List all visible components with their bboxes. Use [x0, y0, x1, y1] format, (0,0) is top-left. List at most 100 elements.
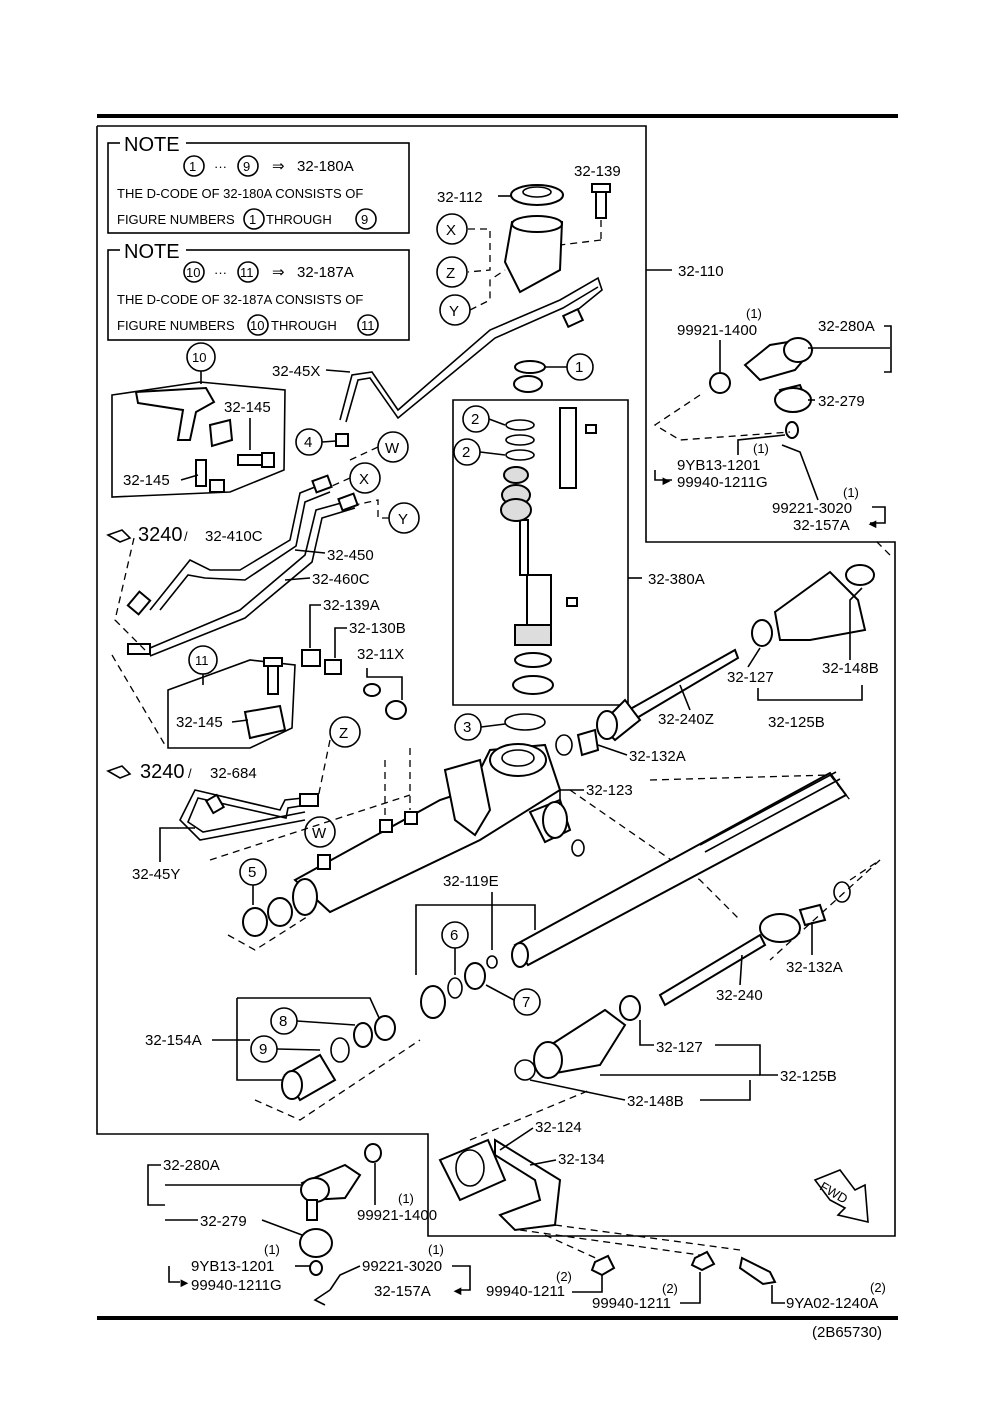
svg-text:Z: Z	[339, 725, 348, 742]
note-code: 32-180A	[297, 158, 354, 175]
svg-text:THROUGH: THROUGH	[271, 318, 337, 333]
callout-W	[304, 816, 336, 848]
label-32-127: 32-127	[656, 1039, 703, 1056]
label-99940-1211: 99940-1211	[486, 1283, 565, 1300]
svg-text:►: ►	[178, 1275, 191, 1290]
label-99921-1400: 99921-1400	[357, 1207, 437, 1224]
label-32-132A: 32-132A	[786, 959, 843, 976]
callout-number: 1	[189, 159, 196, 174]
assembly-boundary	[96, 125, 896, 1237]
label-32-139A: 32-139A	[323, 597, 380, 614]
svg-text:10: 10	[250, 318, 264, 333]
tie-rod-32-240	[658, 881, 851, 1007]
svg-text:X: X	[359, 471, 369, 488]
svg-text:11: 11	[195, 653, 209, 668]
label-32-279: 32-279	[818, 393, 865, 410]
label-32-130B: 32-130B	[349, 620, 406, 637]
note-box-2: NOTE 10 ··· 11 ⇒ 32-187A THE D-CODE OF 3…	[107, 239, 410, 341]
label-99221-3020: 99221-3020	[362, 1258, 442, 1275]
label-32-145: 32-145	[176, 714, 223, 731]
bolt-32-145	[237, 454, 265, 466]
svg-text:(1): (1)	[398, 1191, 414, 1206]
svg-text:11: 11	[240, 265, 254, 280]
tie-rod-end-lower	[299, 1143, 382, 1276]
svg-text:1: 1	[249, 212, 256, 227]
bracket-32-134	[494, 1138, 562, 1232]
label-32-125B: 32-125B	[780, 1068, 837, 1085]
bolt-9YA02-1240A	[738, 1256, 777, 1286]
label-32-110: 32-110	[678, 263, 724, 280]
svg-text:Z: Z	[446, 265, 455, 282]
label-32-154A: 32-154A	[145, 1032, 202, 1049]
label-32-123: 32-123	[586, 782, 633, 799]
boot-32-125B-upper	[751, 564, 875, 647]
label-32-240Z: 32-240Z	[658, 711, 714, 728]
label-32-279: 32-279	[200, 1213, 247, 1230]
tie-rod-end-upper	[709, 337, 814, 439]
svg-text:2: 2	[462, 444, 470, 461]
label-32-134: 32-134	[558, 1151, 605, 1168]
note-text: THE D-CODE OF 32-180A CONSISTS OF	[117, 186, 363, 201]
svg-text:10: 10	[192, 350, 206, 365]
label-32-124: 32-124	[535, 1119, 582, 1136]
label-99940-1211G: 99940-1211G	[677, 474, 768, 491]
label-32-240: 32-240	[716, 987, 763, 1004]
label-32-127: 32-127	[727, 669, 774, 686]
svg-text:5: 5	[248, 864, 256, 881]
label-32-280A: 32-280A	[818, 318, 875, 335]
label-32-145: 32-145	[224, 399, 271, 416]
svg-text:X: X	[446, 222, 456, 239]
gear-housing	[292, 743, 562, 916]
note-text: FIGURE NUMBERS	[117, 318, 235, 333]
note-text: THE D-CODE OF 32-187A CONSISTS OF	[117, 292, 363, 307]
nut-32-130B	[324, 659, 342, 675]
note-code: 32-187A	[297, 264, 354, 281]
label-32-157A: 32-157A	[374, 1283, 431, 1300]
svg-text:(1): (1)	[753, 441, 769, 456]
nut-99921-1400	[364, 1143, 382, 1163]
note-title: NOTE	[124, 134, 180, 156]
svg-text:9: 9	[361, 212, 368, 227]
callout-X	[436, 213, 468, 245]
label-9YB13-1201: 9YB13-1201	[191, 1258, 274, 1275]
svg-text:⇒: ⇒	[272, 158, 285, 175]
svg-text:W: W	[312, 825, 327, 842]
svg-text:◄: ◄	[451, 1283, 464, 1298]
svg-text:(2): (2)	[662, 1281, 678, 1296]
svg-text:W: W	[385, 440, 400, 457]
svg-text:/: /	[188, 766, 192, 781]
label-99940-1211: 99940-1211	[592, 1295, 671, 1312]
label-32-148B: 32-148B	[822, 660, 879, 677]
svg-text:Y: Y	[398, 511, 408, 528]
note-text: FIGURE NUMBERS	[117, 212, 235, 227]
pipe-32-45X	[339, 276, 603, 421]
callout-7	[513, 988, 541, 1016]
bracket-box-10: 10	[111, 342, 286, 498]
arrow-icon	[106, 765, 132, 779]
mount-rubber-32-124	[438, 1138, 507, 1202]
svg-text:···: ···	[214, 265, 227, 280]
label-99221-3020: 99221-3020	[772, 500, 852, 517]
figure-code: (2B65730)	[812, 1324, 882, 1341]
svg-text:6: 6	[450, 927, 458, 944]
svg-text:2: 2	[471, 411, 479, 428]
label-32-684: 32-684	[210, 765, 257, 782]
svg-text:···: ···	[214, 159, 227, 174]
pipe-32-410C	[149, 482, 326, 611]
tie-rod-32-240Z	[596, 648, 740, 742]
oil-seal-32-112	[510, 184, 564, 206]
label-32-45Y: 32-45Y	[132, 866, 180, 883]
label-32-157A: 32-157A	[793, 517, 850, 534]
svg-text:(1): (1)	[746, 306, 762, 321]
callout-number: 9	[243, 159, 250, 174]
svg-text:8: 8	[279, 1013, 287, 1030]
nut-99940-1211	[690, 1250, 716, 1272]
svg-text:11: 11	[361, 318, 375, 333]
label-32-125B: 32-125B	[768, 714, 825, 731]
svg-text:⇒: ⇒	[272, 264, 285, 281]
svg-text:7: 7	[522, 994, 530, 1011]
note-box-1: NOTE 1 ··· 9 ⇒ 32-180A THE D-CODE OF 32-…	[107, 132, 410, 234]
label-32-119E: 32-119E	[443, 873, 499, 890]
label-32-132A: 32-132A	[629, 748, 686, 765]
boot-32-125B-lower	[514, 995, 641, 1081]
